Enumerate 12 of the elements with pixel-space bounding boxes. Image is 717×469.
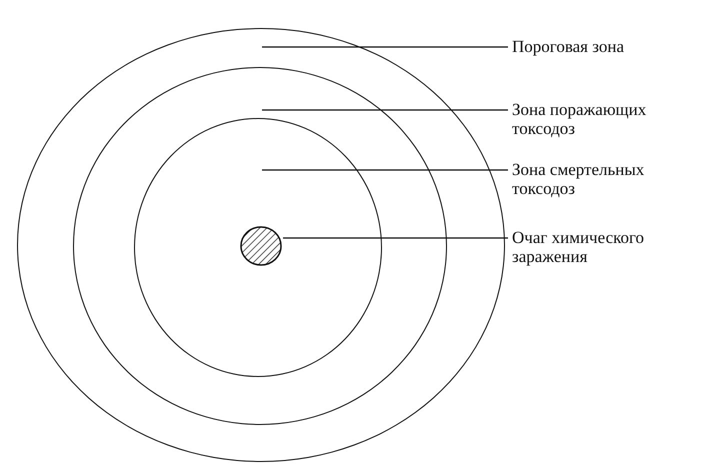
leader-line [262, 109, 508, 111]
zone-label: Очаг химического заражения [512, 228, 662, 266]
zone-circle [134, 118, 382, 377]
leader-line [262, 169, 508, 171]
leader-line [262, 46, 508, 48]
zone-label: Зона поражающих токсодоз [512, 100, 662, 138]
hatched-circle [240, 226, 282, 266]
leader-line [283, 237, 508, 239]
zone-label: Пороговая зона [512, 37, 662, 56]
zone-circle [17, 28, 505, 462]
zone-label: Зона смертельных токсодоз [512, 160, 662, 198]
zone-circle [72, 66, 446, 424]
